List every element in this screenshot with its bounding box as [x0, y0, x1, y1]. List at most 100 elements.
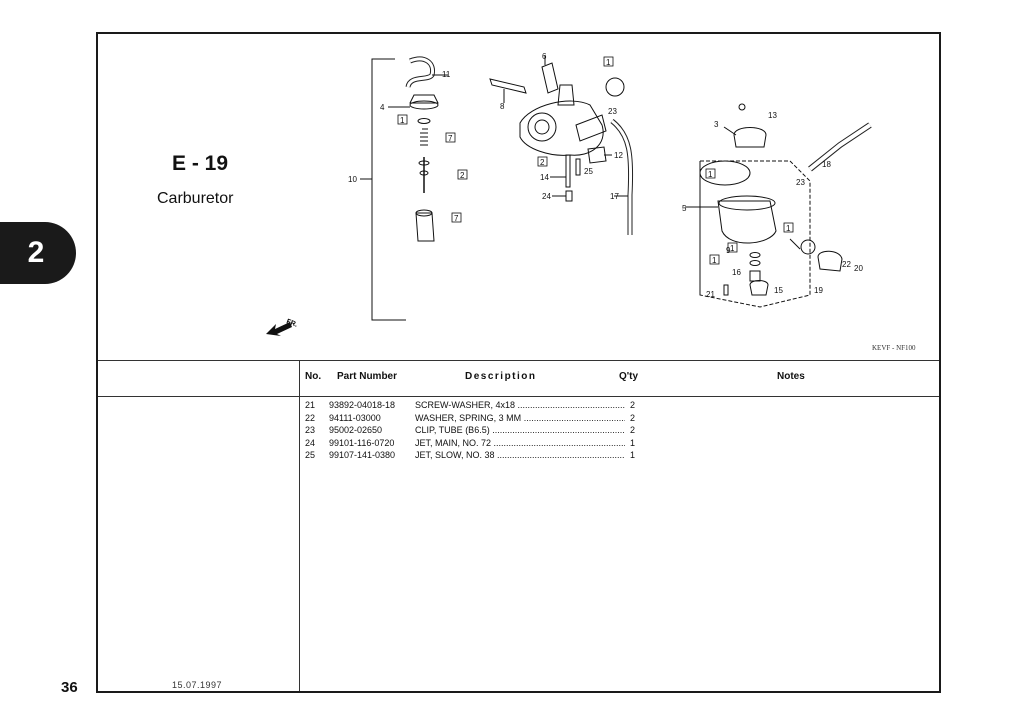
- ref-box-1c: 1: [708, 170, 713, 179]
- row-description: JET, MAIN, NO. 72: [415, 438, 625, 448]
- row-qty: 1: [630, 450, 636, 461]
- spring: [420, 128, 428, 146]
- date-stamp: 15.07.1997: [172, 680, 223, 690]
- float-chamber-5: [717, 200, 777, 244]
- throttle-valve: [415, 212, 435, 242]
- row-qty: 1: [630, 437, 636, 448]
- row-no: 24: [305, 437, 316, 448]
- jet-25: [575, 158, 581, 176]
- ref-box-7a: 7: [448, 134, 453, 143]
- table-row: 23 95002-02650 CLIP, TUBE (B6.5) 2: [305, 425, 640, 438]
- row-qty: 2: [630, 400, 636, 410]
- row-no: 23: [305, 425, 316, 436]
- cap-12: [587, 146, 607, 164]
- front-label: FR.: [285, 318, 298, 328]
- callout-3: 3: [714, 120, 719, 129]
- ref-box-1d: 1: [786, 224, 791, 233]
- jet-14: [565, 154, 571, 188]
- callout-13: 13: [768, 111, 777, 120]
- part-6: [541, 62, 559, 94]
- chapter-number: 2: [27, 236, 45, 269]
- ref-box-7b: 7: [454, 214, 459, 223]
- float-19: [817, 250, 843, 272]
- callout-9: 9: [726, 246, 731, 255]
- callout-25: 25: [584, 167, 593, 176]
- jet-24: [565, 190, 573, 202]
- ref-box-1e: 1: [712, 256, 717, 265]
- header-description: Description: [465, 371, 537, 382]
- catalog-frame: [96, 32, 941, 693]
- callout-16: 16: [732, 268, 741, 277]
- carburetor-exploded-diagram: 11 4 10 6 8 23 12 14 25 24 17 13 3 18 23…: [348, 52, 872, 321]
- callout-8: 8: [500, 102, 505, 111]
- arrow-icon: [266, 322, 292, 336]
- frame-divider-top: [98, 360, 939, 361]
- plug-15: [749, 280, 769, 296]
- gasket: [699, 160, 751, 186]
- header-notes: Notes: [777, 371, 805, 382]
- callout-12: 12: [614, 151, 623, 160]
- callout-22: 22: [842, 260, 851, 269]
- row-part-number: 93892-04018-18: [329, 400, 396, 410]
- section-title: Carburetor: [157, 190, 234, 207]
- callout-24: 24: [542, 192, 551, 201]
- row-description: CLIP, TUBE (B6.5): [415, 425, 625, 435]
- row-description: WASHER, SPRING, 3 MM: [415, 413, 625, 423]
- cap-4: [409, 94, 439, 104]
- frame-divider-header: [98, 396, 939, 397]
- row-part-number: 95002-02650: [329, 425, 383, 436]
- diagram-code: KEVF - NF100: [872, 344, 916, 352]
- front-direction-arrow: FR.: [266, 318, 298, 336]
- row-part-number: 99101-116-0720: [329, 437, 395, 448]
- header-qty: Q'ty: [619, 371, 639, 382]
- table-row: 22 94111-03000 WASHER, SPRING, 3 MM 2: [305, 413, 640, 426]
- row-description: JET, SLOW, NO. 38: [415, 450, 625, 460]
- table-row: 25 99107-141-0380 JET, SLOW, NO. 38 1: [305, 450, 640, 463]
- row-part-number: 94111-03000: [329, 412, 381, 423]
- row-part-number: 99107-141-0380: [329, 450, 396, 461]
- callout-23b: 23: [796, 178, 805, 187]
- ref-box-1b: 1: [606, 58, 611, 67]
- callout-10: 10: [348, 175, 357, 184]
- bracket-10: [371, 58, 406, 321]
- parts-list: 21 93892-04018-18 SCREW-WASHER, 4x18 2 2…: [305, 400, 640, 463]
- section-code: E - 19: [172, 152, 229, 175]
- row-qty: 2: [630, 425, 636, 436]
- chapter-tab: 2: [0, 222, 76, 284]
- callout-15: 15: [774, 286, 783, 295]
- table-row: 21 93892-04018-18 SCREW-WASHER, 4x18 2: [305, 400, 640, 413]
- ref-box-1f: 1: [730, 244, 735, 253]
- ref-box-2a: 2: [460, 171, 465, 180]
- tube-17: [610, 119, 634, 235]
- row-no: 22: [305, 412, 316, 423]
- float-bracket: [699, 160, 811, 308]
- row-description: SCREW-WASHER, 4x18: [415, 400, 625, 410]
- ref-box-2b: 2: [540, 158, 545, 167]
- page-number: 36: [61, 679, 78, 696]
- callout-17: 17: [610, 192, 619, 201]
- callout-20: 20: [854, 264, 863, 273]
- frame-divider-vertical: [299, 360, 300, 691]
- callout-6: 6: [542, 52, 547, 61]
- callout-18: 18: [822, 160, 831, 169]
- callout-11: 11: [442, 70, 451, 79]
- callout-14: 14: [540, 173, 549, 182]
- table-row: 24 99101-116-0720 JET, MAIN, NO. 72 1: [305, 438, 640, 451]
- header-part-number: Part Number: [337, 371, 398, 382]
- callout-19: 19: [814, 286, 823, 295]
- row-no: 21: [305, 400, 316, 410]
- row-qty: 2: [630, 412, 636, 423]
- callout-21: 21: [706, 290, 715, 299]
- row-no: 25: [305, 450, 316, 461]
- callout-23: 23: [608, 107, 617, 116]
- o-ring-top: [605, 77, 625, 97]
- callout-4: 4: [380, 103, 385, 112]
- part-8: [489, 78, 527, 94]
- callout-5: 5: [682, 204, 687, 213]
- jet-16: [749, 270, 761, 282]
- cap-13: [733, 127, 767, 148]
- header-no: No.: [305, 371, 322, 382]
- screw-21: [723, 284, 729, 296]
- carb-body: [519, 100, 604, 156]
- ref-box-1a: 1: [400, 116, 405, 125]
